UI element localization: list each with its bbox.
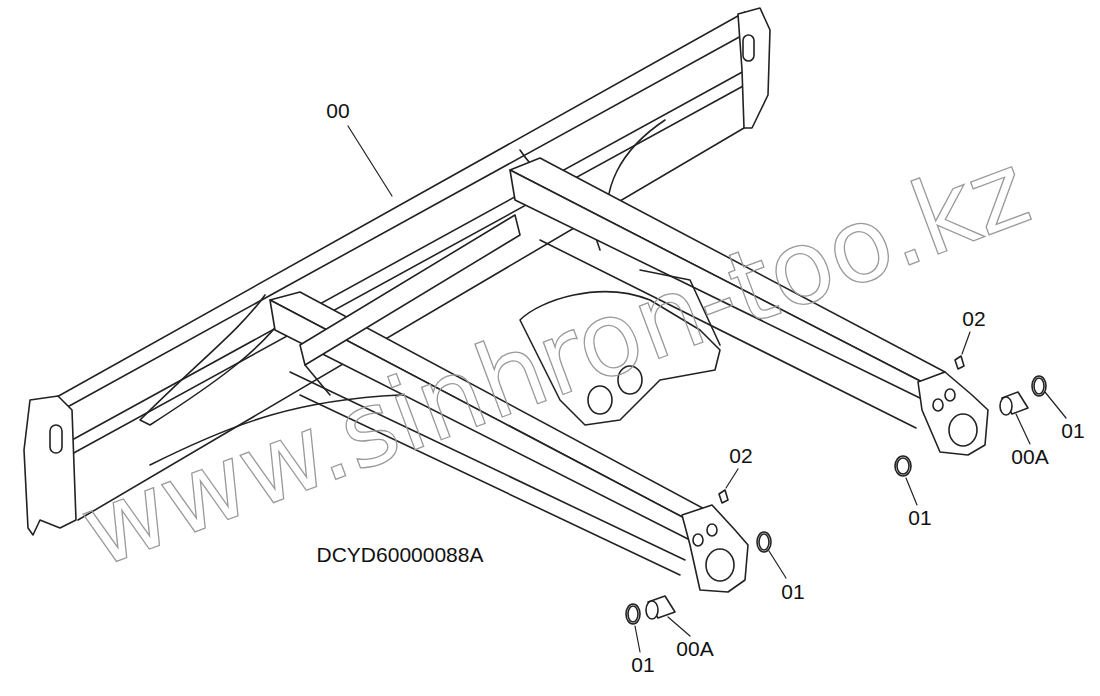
part-number: 02 [962, 308, 985, 329]
part-number: 00A [1011, 446, 1048, 467]
part-number: 01 [1061, 420, 1084, 441]
part-number: 00 [326, 100, 349, 121]
part-number: 01 [631, 654, 654, 675]
part-number: 00A [676, 638, 713, 659]
part-number: 02 [729, 445, 752, 466]
part-number: 01 [908, 507, 931, 528]
drawing-code: DCYD60000088A [317, 544, 484, 565]
part-number: 01 [781, 581, 804, 602]
